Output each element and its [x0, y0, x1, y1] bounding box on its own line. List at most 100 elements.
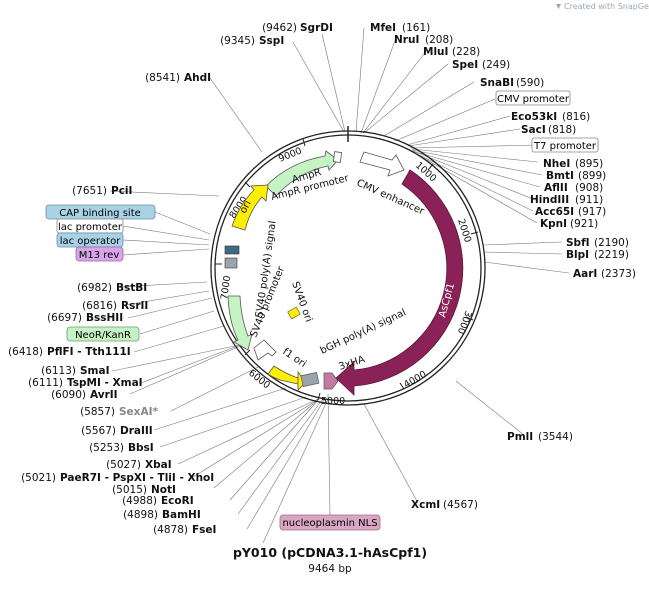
site-smai-pos: (6113) — [41, 365, 76, 377]
site-bsshii-pos: (6697) — [47, 312, 82, 324]
t7-promoter-label: T7 promoter — [533, 141, 597, 152]
f1-ori-label: f1 ori — [280, 346, 308, 370]
site-mlui-pos: (228) — [452, 46, 480, 58]
ha-tag-feature[interactable] — [323, 372, 339, 390]
site-paer7i-name: PaeR7I - PspXI - TliI - XhoI — [60, 472, 214, 484]
site-sspi-name: SspI — [259, 35, 284, 47]
site-blpi-pos: (2219) — [594, 249, 629, 261]
site-hindiii-pos: (911) — [575, 194, 603, 206]
site-bmti-name: BmtI — [546, 170, 574, 182]
ascpf1-feature[interactable] — [335, 169, 464, 396]
bgh-polya-feature[interactable] — [300, 372, 320, 387]
lac-promoter-feature[interactable] — [224, 257, 238, 269]
site-ecori-name: EcoRI — [161, 495, 194, 507]
site-fsei-pos: (4878) — [153, 524, 188, 536]
lac-operator-feature[interactable] — [224, 245, 240, 255]
cap-binding-site-label: CAP binding site — [59, 208, 141, 219]
site-nrui-name: NruI — [394, 34, 419, 46]
site-sbfi-name: SbfI — [566, 237, 590, 249]
site-pflfi-name: PflFI - Tth111I — [47, 346, 131, 358]
tick-label-7000: 7000 — [219, 275, 233, 300]
site-rsrii-name: RsrII — [121, 300, 148, 312]
site-xcmi-pos: (4567) — [443, 499, 478, 511]
site-bstbi-pos: (6982) — [77, 282, 112, 294]
site-acc65i-name: Acc65I — [535, 206, 574, 218]
sv40-promoter-feature[interactable] — [253, 339, 277, 361]
site-sgrdi-name: SgrDI — [300, 22, 333, 34]
site-sgrdi-pos: (9462) — [262, 22, 297, 34]
site-aari-pos: (2373) — [601, 268, 636, 280]
site-mfei-pos: (161) — [402, 22, 430, 34]
site-kpni-name: KpnI — [540, 218, 567, 230]
site-sexai-name: SexAI* — [119, 406, 158, 418]
site-draiii-name: DraIII — [120, 425, 153, 437]
m13-rev-box[interactable] — [75, 246, 124, 262]
site-draiii-pos: (5567) — [81, 425, 116, 437]
t7-promoter-box[interactable] — [531, 137, 599, 153]
site-eco53ki-name: Eco53kI — [511, 111, 557, 123]
site-xbai-name: XbaI — [145, 459, 172, 471]
cmv-promoter-box[interactable] — [495, 90, 571, 106]
tick-label-5000: 5000 — [321, 396, 345, 407]
site-bsshii-name: BssHII — [86, 312, 123, 324]
neor-feature[interactable] — [227, 295, 253, 351]
site-pmli-pos: (3544) — [538, 431, 573, 443]
site-paer7i-pos: (5021) — [21, 472, 56, 484]
site-nrui-pos: (208) — [425, 34, 453, 46]
site-xcmi-name: XcmI — [411, 499, 440, 511]
site-avrii-pos: (6090) — [51, 389, 86, 401]
site-spei-pos: (249) — [482, 59, 510, 71]
site-nhei-pos: (895) — [575, 158, 603, 170]
site-avrii-name: AvrII — [90, 389, 118, 401]
site-tspmi-pos: (6111) — [28, 377, 63, 389]
site-xbai-pos: (5027) — [106, 459, 141, 471]
site-bamhi-pos: (4898) — [123, 509, 158, 521]
bgh-polya-label: bGH poly(A) signal — [319, 307, 408, 356]
site-noti-pos: (5015) — [112, 484, 147, 496]
nucleoplasmin-nls-label: nucleoplasmin NLS — [282, 518, 377, 529]
site-noti-name: NotI — [151, 484, 176, 496]
tick-label-3000: 3000 — [455, 309, 474, 335]
site-saci-pos: (818) — [548, 124, 576, 136]
site-bmti-pos: (899) — [578, 170, 606, 182]
site-rsrii-pos: (6816) — [82, 300, 117, 312]
site-smai-name: SmaI — [80, 365, 110, 377]
site-blpi-name: BlpI — [566, 249, 589, 261]
site-aflii-pos: (908) — [575, 182, 603, 194]
plasmid-size: 9464 bp — [308, 563, 352, 575]
cmv-promoter-label: CMV promoter — [497, 94, 570, 105]
site-pflfi-pos: (6418) — [8, 346, 43, 358]
site-ahdi-pos: (8541) — [145, 72, 180, 84]
m13-rev-label: M13 rev — [79, 250, 120, 261]
site-pmli-name: PmlI — [507, 431, 533, 443]
ampr-promoter-feature[interactable] — [332, 151, 343, 163]
plasmid-title: pY010 (pCDNA3.1-hAsCpf1) — [233, 545, 427, 560]
tick-label-6000: 6000 — [246, 368, 272, 392]
site-aflii-name: AflII — [544, 182, 568, 194]
site-snabi-name: SnaBI — [480, 77, 514, 89]
site-sbfi-pos: (2190) — [594, 237, 629, 249]
cmv-enhancer-feature[interactable] — [359, 151, 405, 177]
sv40-ori-feature[interactable] — [287, 306, 301, 320]
site-hindiii-name: HindIII — [530, 194, 569, 206]
ori-feature[interactable] — [231, 184, 269, 231]
site-nhei-name: NheI — [543, 158, 570, 170]
neor-kanr-box[interactable] — [66, 326, 140, 342]
ori-label: ori — [238, 199, 254, 216]
site-tspmi-name: TspMI - XmaI — [67, 377, 143, 389]
site-ecori-pos: (4988) — [122, 495, 157, 507]
site-bstbi-name: BstBI — [116, 282, 147, 294]
watermark: Created with SnapGene® — [564, 2, 649, 11]
lac-operator-label: lac operator — [60, 236, 121, 247]
site-bamhi-name: BamHI — [162, 509, 201, 521]
site-spei-name: SpeI — [452, 59, 478, 71]
site-mlui-name: MluI — [423, 46, 448, 58]
site-saci-name: SacI — [521, 124, 546, 136]
site-aari-name: AarI — [573, 268, 597, 280]
nucleoplasmin-nls-box[interactable] — [279, 514, 381, 531]
site-bbsi-pos: (5253) — [89, 442, 124, 454]
snapgene-logo-icon — [556, 4, 561, 9]
site-mfei-name: MfeI — [370, 22, 396, 34]
site-sexai-pos: (5857) — [80, 406, 115, 418]
